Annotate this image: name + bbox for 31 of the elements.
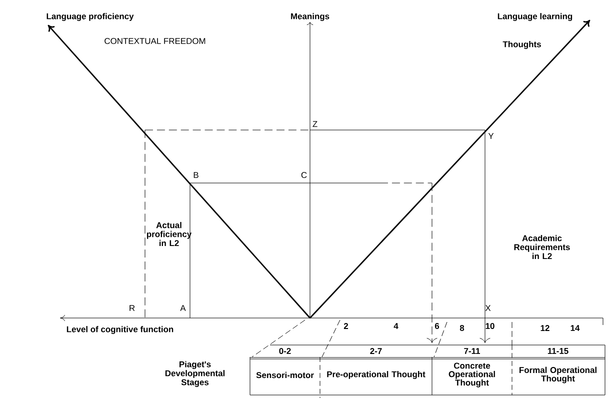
tick-label: 6: [434, 323, 440, 329]
table-cell: Concrete Operational Thought: [448, 362, 495, 388]
row-header: Piaget's Developmental Stages: [165, 361, 225, 387]
point-label: Z: [312, 121, 318, 127]
tick-label: 12: [540, 325, 550, 331]
point-label: C: [301, 172, 307, 178]
tick-label: 2: [344, 323, 348, 329]
tick-label: 10: [486, 323, 494, 329]
table-cell: 2-7: [370, 348, 382, 354]
axis-label: CONTEXTUAL FREEDOM: [104, 38, 206, 44]
tick-label: 8: [460, 325, 464, 331]
table-cell: 11-15: [548, 348, 568, 354]
table-cell: Pre-operational Thought: [327, 371, 426, 379]
region-label: Actual proficiency in L2: [146, 222, 192, 246]
point-label: A: [180, 305, 186, 311]
axis-label: Thoughts: [502, 41, 541, 49]
point-label: X: [485, 305, 491, 311]
tick-label: 4: [394, 323, 398, 329]
point-label: Y: [488, 133, 494, 139]
table-cell: 0-2: [279, 348, 291, 354]
tick-label: 14: [570, 325, 580, 331]
point-label: R: [130, 305, 135, 311]
point-label: B: [194, 172, 198, 178]
axis-label: Level of cognitive function: [66, 326, 174, 334]
axis-label: Language learning: [498, 13, 572, 21]
region-label: Academic Requirements in L2: [514, 234, 570, 260]
table-cell: Formal Operational Thought: [520, 366, 596, 384]
axis-label: Meanings: [291, 13, 330, 21]
axis-label: Language proficiency: [46, 13, 134, 21]
table-cell: Sensori-motor: [256, 372, 314, 378]
table-cell: 7-11: [464, 348, 480, 354]
